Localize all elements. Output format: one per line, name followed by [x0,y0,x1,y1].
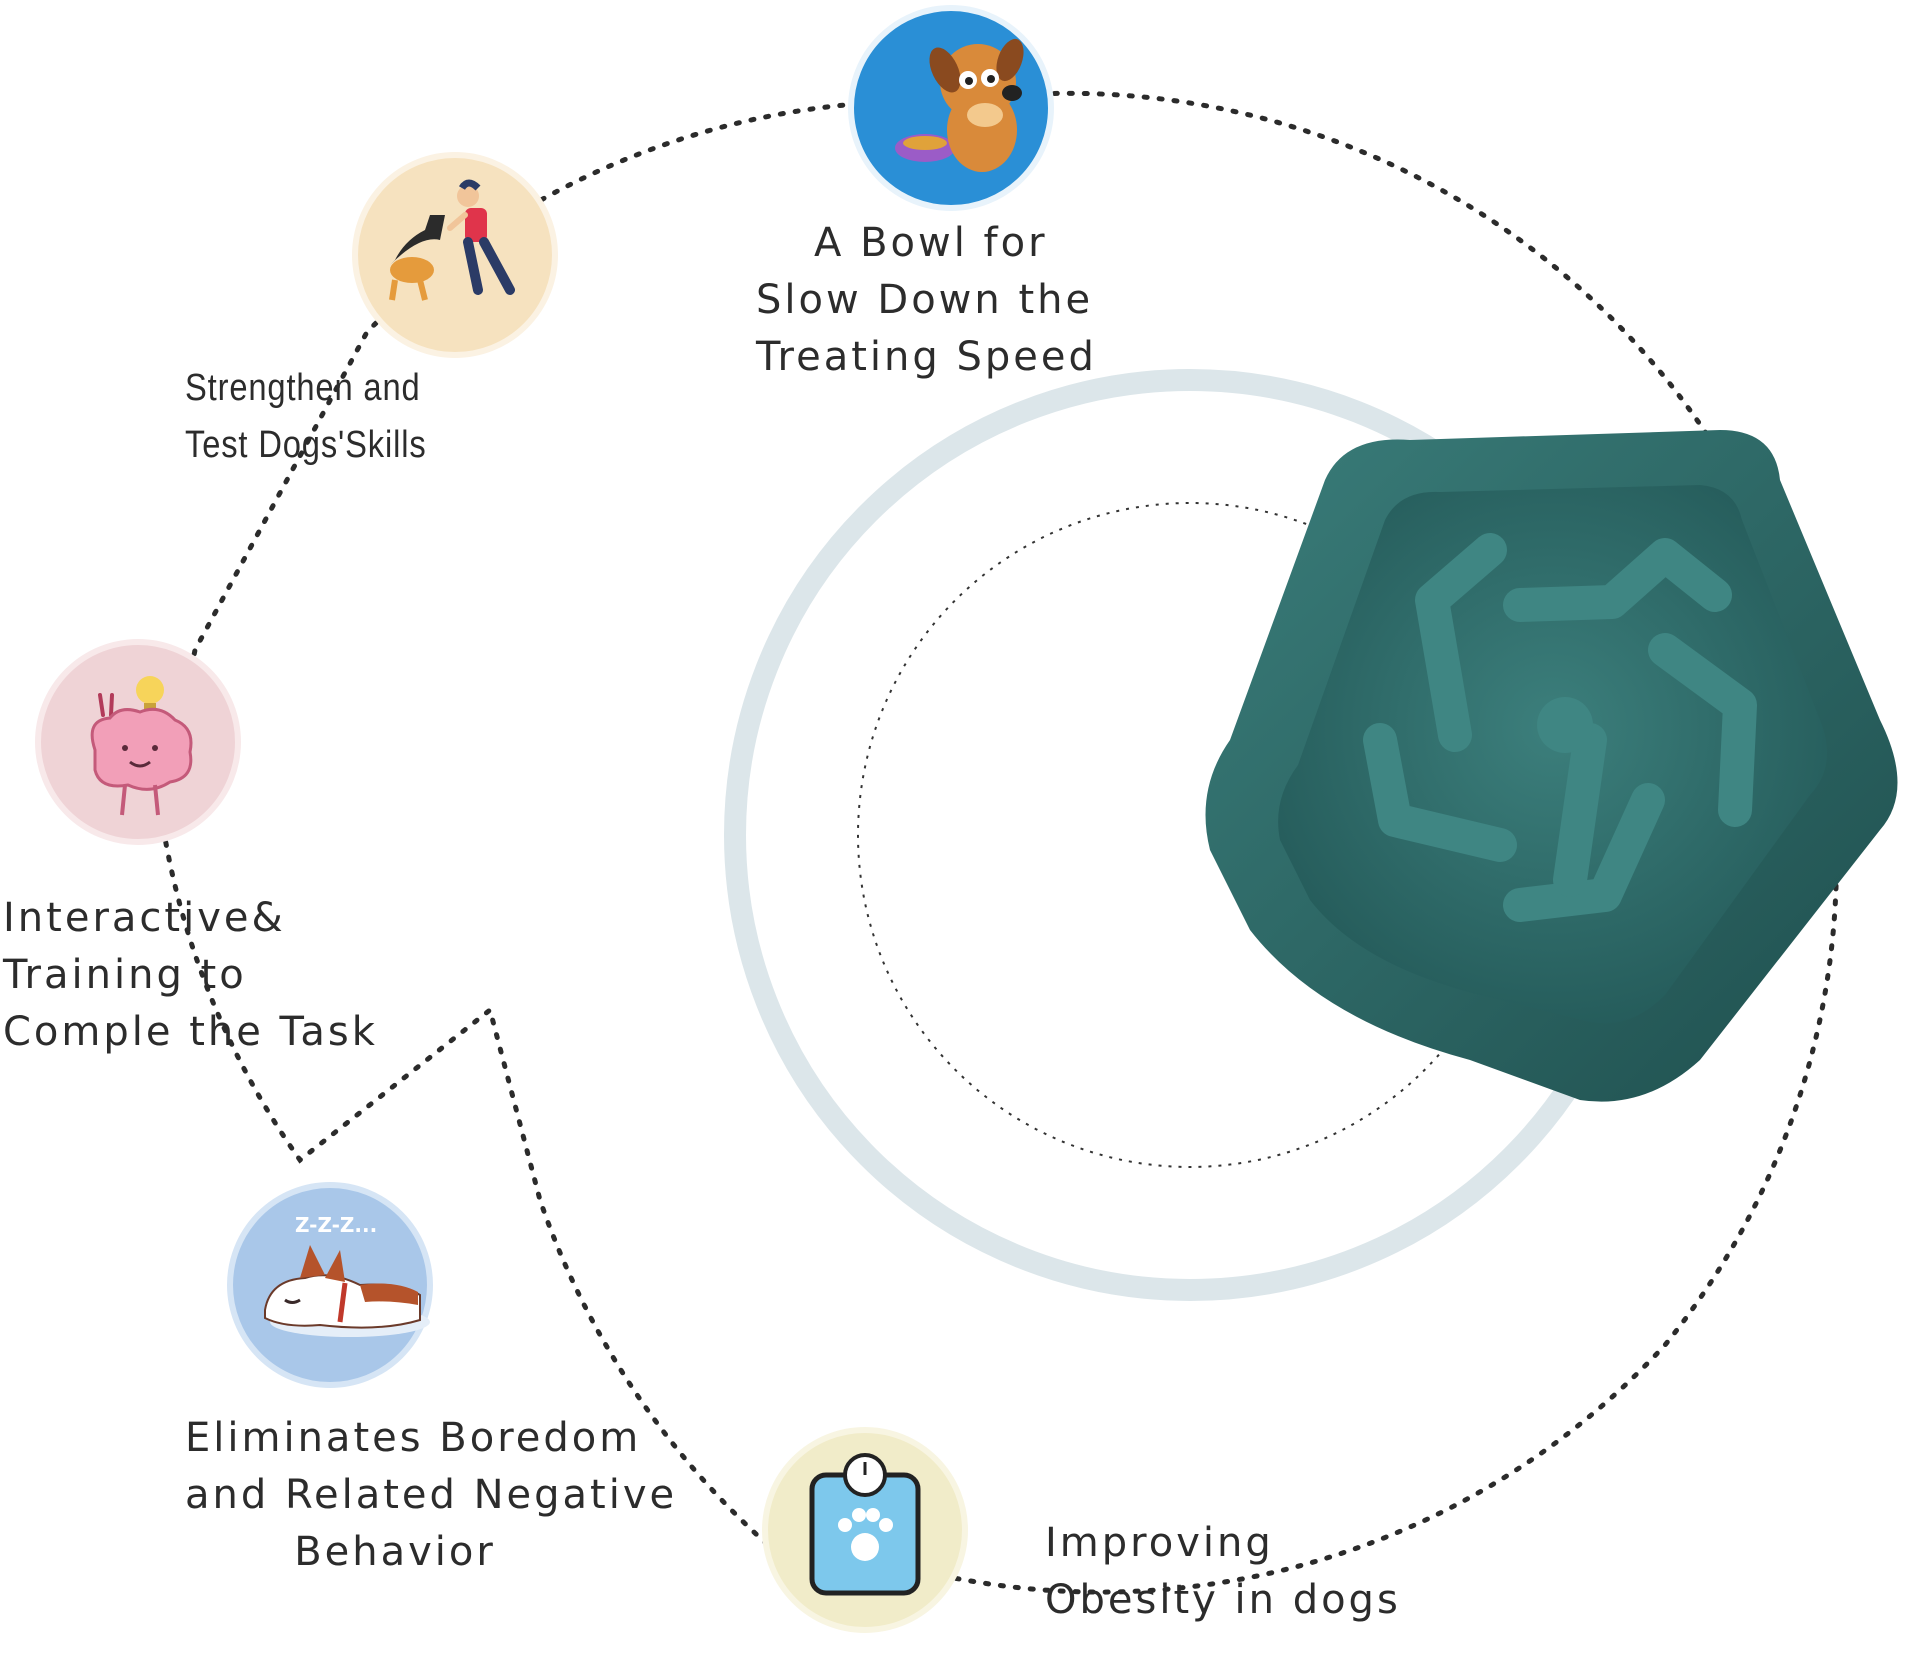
label-line: Improving [1045,1520,1274,1566]
sleeping-dog-icon: Z-Z-Z... [227,1182,433,1388]
feature-label-boredom: Eliminates Boredom and Related Negative … [185,1410,678,1581]
brain-with-lightbulb-icon [35,639,241,845]
label-line: Comple the Task [3,1009,378,1055]
label-line: Behavior [294,1529,496,1575]
maze-ridges [1363,533,1757,922]
feature-label-skills: Strengthen and Test Dogs'Skills [185,360,427,474]
label-line: Strengthen and [185,367,421,409]
bowl-inner [1278,485,1828,1024]
center-knob [1537,697,1593,753]
label-line: Test Dogs'Skills [185,424,427,466]
feature-label-slow-down: A Bowl for Slow Down the Treating Speed [756,215,1097,386]
label-line: Treating Speed [756,334,1097,380]
dog-with-food-bowl-icon [848,5,1054,211]
outer-dotted-path [159,90,1839,1595]
label-line: Slow Down the [756,277,1094,323]
label-line: Training to [3,952,247,998]
label-line: Obesity in dogs [1045,1577,1401,1623]
label-line: A Bowl for [814,220,1048,266]
label-line: Eliminates Boredom [185,1415,642,1461]
feature-label-interactive: Interactive& Training to Comple the Task [3,890,378,1061]
paw-weight-scale-icon [762,1427,968,1633]
person-training-dog-icon [352,152,558,358]
svg-text:Z-Z-Z...: Z-Z-Z... [295,1213,377,1237]
label-line: and Related Negative [185,1472,678,1518]
feature-label-obesity: Improving Obesity in dogs [1045,1515,1401,1629]
star-shaped-slow-feeder-bowl [1205,430,1898,1102]
label-line: Interactive& [3,895,286,941]
